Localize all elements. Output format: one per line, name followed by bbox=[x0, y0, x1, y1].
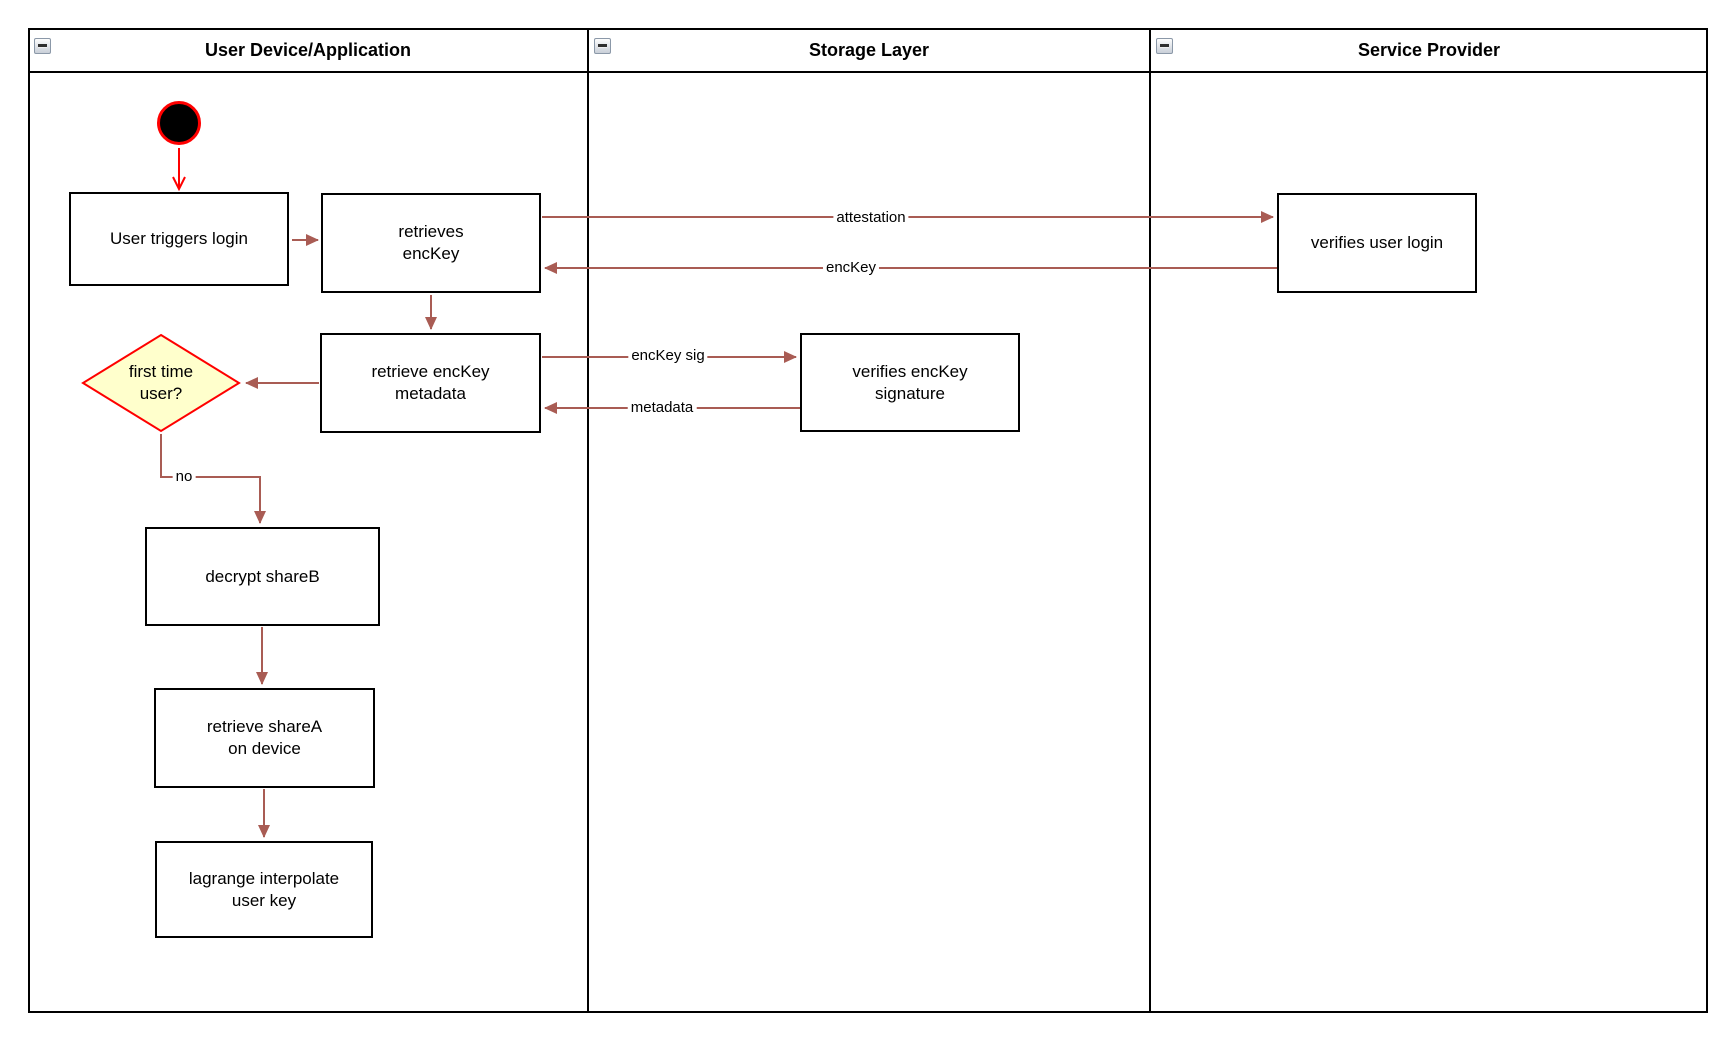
node-retrieve-enckey-metadata[interactable]: retrieve encKey metadata bbox=[320, 333, 541, 433]
node-verifies-enckey-signature[interactable]: verifies encKey signature bbox=[800, 333, 1020, 432]
lane-title-service-provider: Service Provider bbox=[1357, 40, 1501, 60]
lane-title-storage-layer: Storage Layer bbox=[808, 40, 930, 60]
collapse-minus-icon-lane-service-provider[interactable] bbox=[1156, 38, 1173, 54]
lane-separator-1 bbox=[587, 28, 589, 1013]
node-lagrange-interpolate[interactable]: lagrange interpolate user key bbox=[155, 841, 373, 938]
lane-title-user-device: User Device/Application bbox=[204, 40, 412, 60]
edge-label-attestation: attestation bbox=[833, 209, 909, 227]
lane-header-divider bbox=[28, 71, 1708, 73]
edge-label-no: no bbox=[172, 468, 196, 486]
initial-state-node[interactable] bbox=[157, 101, 201, 145]
collapse-minus-icon-lane-storage-layer[interactable] bbox=[594, 38, 611, 54]
node-verifies-user-login[interactable]: verifies user login bbox=[1277, 193, 1477, 293]
edge-label-enckey-sig: encKey sig bbox=[628, 347, 708, 365]
node-decrypt-shareb[interactable]: decrypt shareB bbox=[145, 527, 380, 626]
lane-separator-2 bbox=[1149, 28, 1151, 1013]
decision-diamond-shape bbox=[81, 333, 241, 433]
edge-label-enckey: encKey bbox=[822, 259, 880, 277]
decision-label: first time user? bbox=[128, 362, 194, 403]
decision-first-time-user[interactable]: first time user? bbox=[80, 333, 242, 433]
edge-label-metadata: metadata bbox=[627, 399, 697, 417]
swimlane-pool-frame bbox=[28, 28, 1708, 1013]
node-user-triggers-login[interactable]: User triggers login bbox=[69, 192, 289, 286]
node-retrieve-sharea[interactable]: retrieve shareA on device bbox=[154, 688, 375, 788]
node-retrieves-enckey[interactable]: retrieves encKey bbox=[321, 193, 541, 293]
collapse-minus-icon-lane-user-device[interactable] bbox=[34, 38, 51, 54]
